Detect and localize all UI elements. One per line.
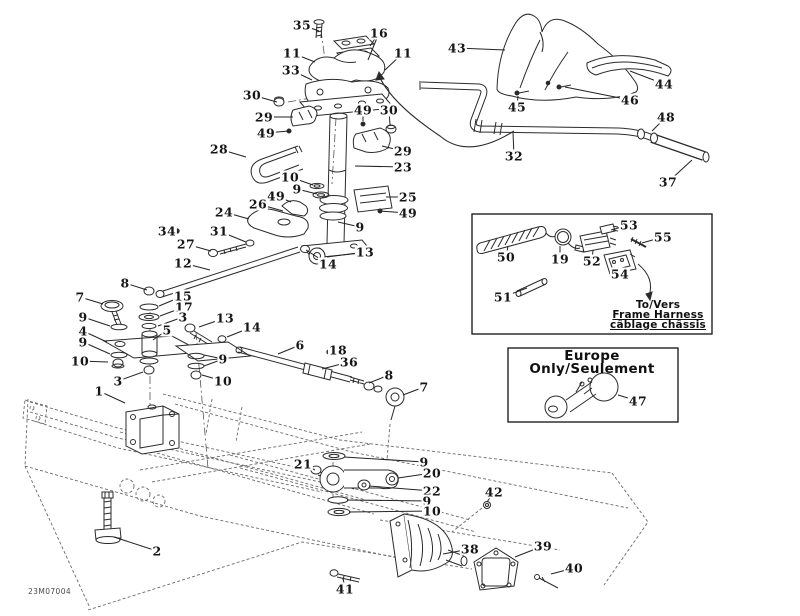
tie-rod-art [100,200,405,421]
harness-note: To/Vers Frame Harness câblage châssis [610,299,706,331]
bracket-art [94,404,559,591]
europe-note-line2: Only/Seulement [529,360,655,377]
europe-note-line1: Europe [564,348,620,364]
harness-note-line3: câblage châssis [610,319,706,331]
europe-inset-art [507,347,679,423]
handlebar-art [375,13,710,163]
drawing-code: 23M07004 [28,587,72,596]
europe-note: Europe Only/Seulement [529,350,654,375]
harness-note-line1: To/Vers [635,299,681,311]
harness-note-line2: Frame Harness [612,309,704,321]
